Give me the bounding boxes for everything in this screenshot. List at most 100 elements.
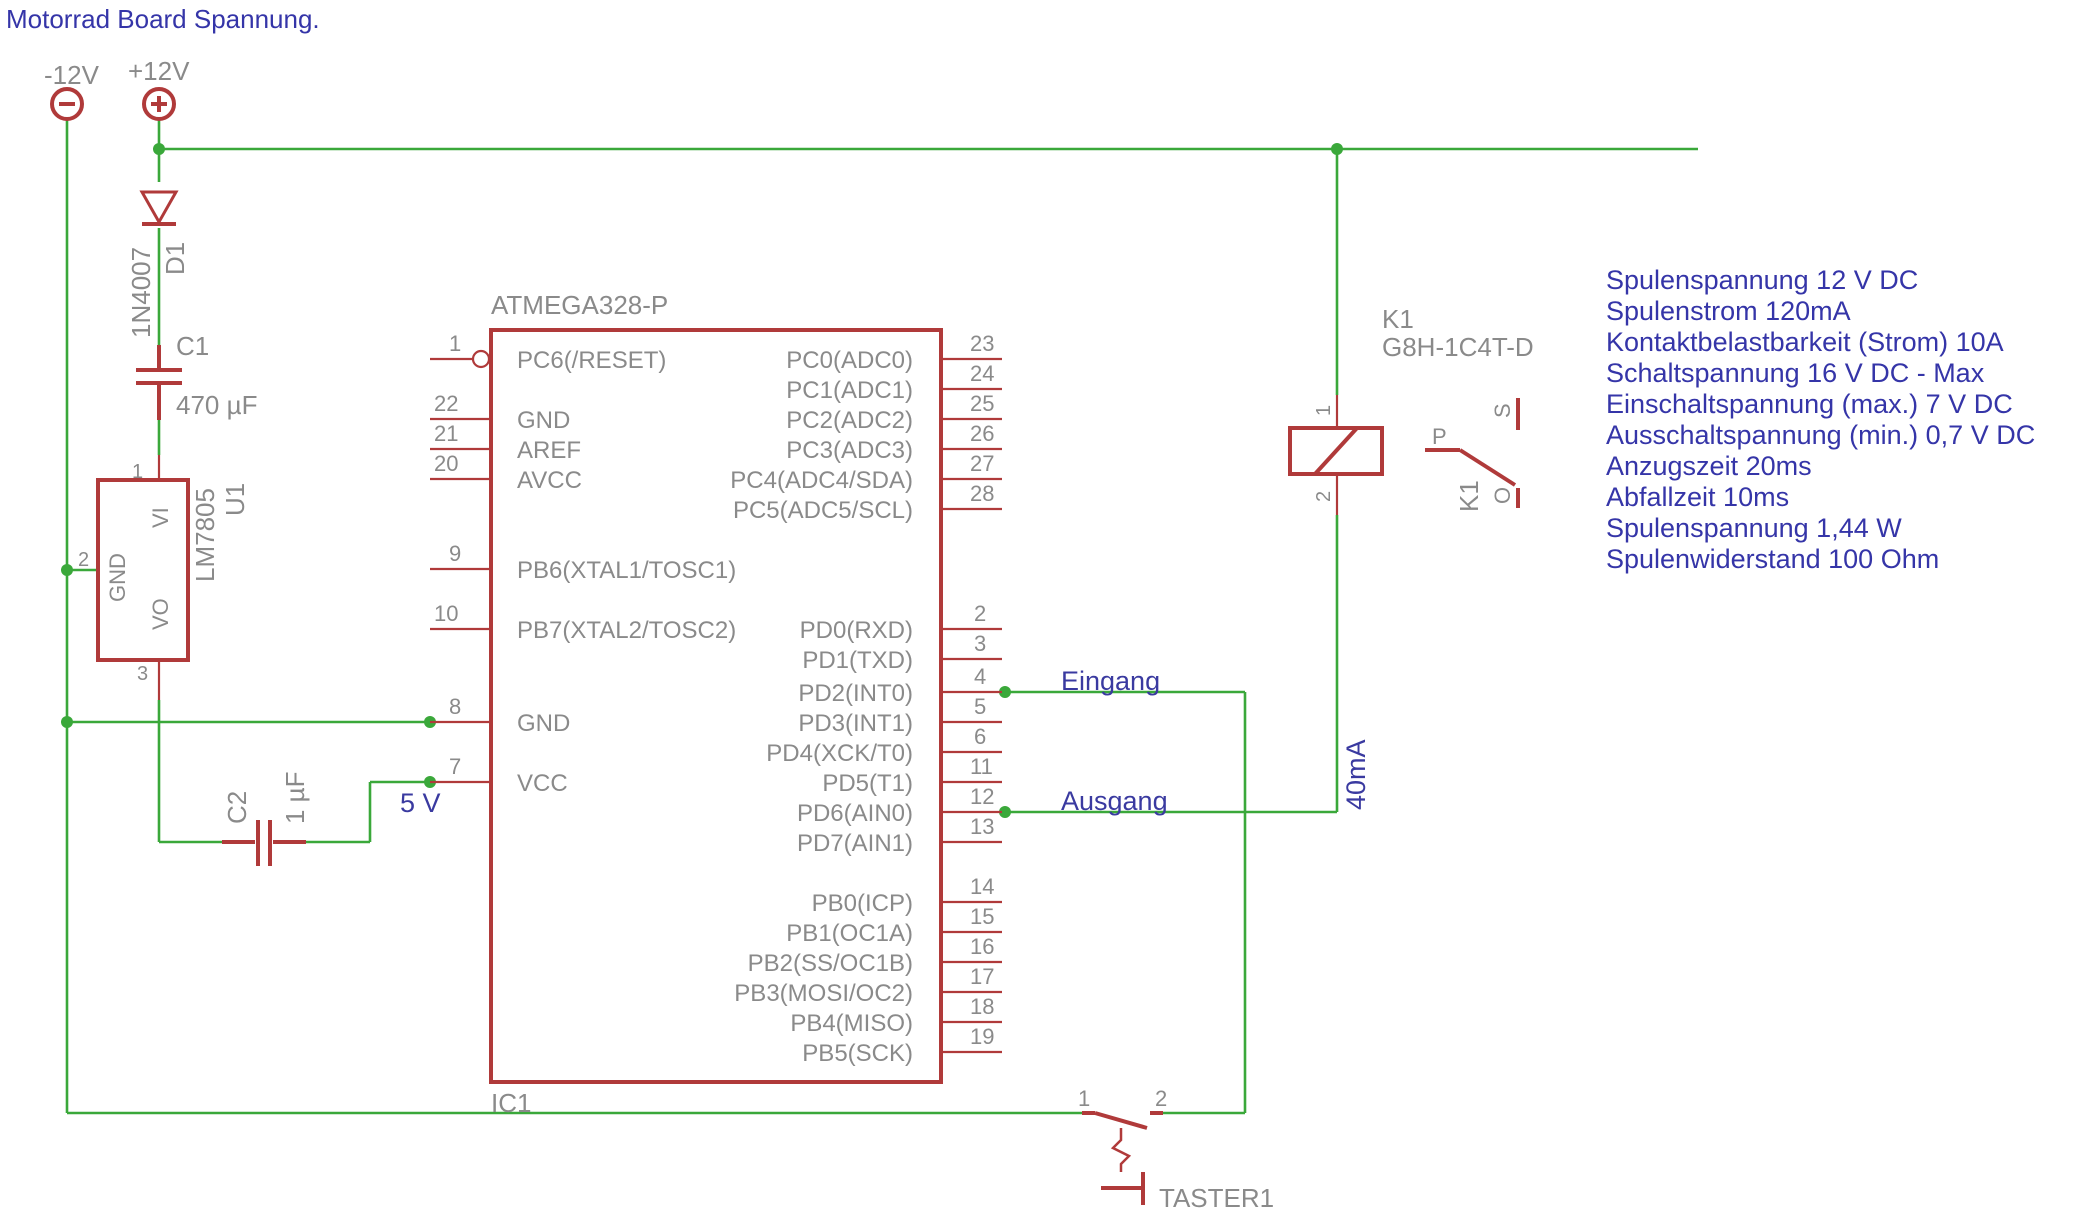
schematic-title: Motorrad Board Spannung. bbox=[6, 4, 320, 34]
spec-line: Spulenwiderstand 100 Ohm bbox=[1606, 544, 1939, 574]
supply-plus: +12V bbox=[128, 56, 190, 121]
ic1-pin-label: AREF bbox=[517, 437, 581, 464]
spec-line: Spulenspannung 1,44 W bbox=[1606, 513, 1902, 543]
ic1-pin-label: PC3(ADC3) bbox=[786, 437, 913, 464]
ic1-pin-label: PB4(MISO) bbox=[790, 1010, 913, 1037]
junction-dot bbox=[61, 716, 73, 728]
minus-terminal-icon bbox=[50, 87, 84, 121]
ic1-pin-label: PD7(AIN1) bbox=[797, 830, 913, 857]
ic1-pin-number: 10 bbox=[434, 601, 458, 626]
ic1-pin-number: 26 bbox=[970, 421, 994, 446]
ic1-pin-number: 8 bbox=[449, 694, 461, 719]
diode-d1: D1 1N4007 bbox=[126, 190, 190, 338]
ic1-pin-label: PD5(T1) bbox=[822, 770, 913, 797]
ic1-pin-number: 16 bbox=[970, 934, 994, 959]
diode-icon bbox=[139, 190, 179, 226]
plus-terminal-icon bbox=[142, 87, 176, 121]
pushbutton-actuator-icon bbox=[1110, 1128, 1132, 1172]
ic1-pin-number: 4 bbox=[974, 664, 986, 689]
ic1-pin-label: GND bbox=[517, 407, 570, 434]
k1-coil-pin1: 1 bbox=[1313, 405, 1335, 416]
ic1-pin-number: 7 bbox=[449, 754, 461, 779]
ic1-pin-label: AVCC bbox=[517, 467, 582, 494]
taster1: 1 2 TASTER1 bbox=[1078, 1086, 1274, 1213]
ic1-pin-number: 27 bbox=[970, 451, 994, 476]
ic1-pin-label: PB2(SS/OC1B) bbox=[748, 950, 913, 977]
ic1-pin-label: PB1(OC1A) bbox=[786, 920, 913, 947]
ic1-pin-label: VCC bbox=[517, 770, 568, 797]
u1-pin2-num: 2 bbox=[78, 549, 89, 571]
relay-k1: 1 2 K1 G8H-1C4T-D P S O K1 bbox=[1288, 304, 1534, 515]
u1-body bbox=[96, 478, 190, 662]
ic1-pin-number: 25 bbox=[970, 391, 994, 416]
ic1-pin-label: PD1(TXD) bbox=[802, 647, 913, 674]
ic1-pin-label: PB0(ICP) bbox=[812, 890, 913, 917]
ic1-pin-number: 12 bbox=[970, 784, 994, 809]
ic1-pin-number: 20 bbox=[434, 451, 458, 476]
c2-value: 1 µF bbox=[280, 771, 310, 824]
ic1-pin-label: PC2(ADC2) bbox=[786, 407, 913, 434]
d1-name: D1 bbox=[160, 242, 190, 275]
spec-line: Einschaltspannung (max.) 7 V DC bbox=[1606, 389, 2013, 419]
junction-dot bbox=[1331, 143, 1343, 155]
taster-pin2: 2 bbox=[1155, 1086, 1167, 1111]
ic1-pin-label: PD3(INT1) bbox=[798, 710, 913, 737]
k1-contact-s: S bbox=[1490, 403, 1515, 418]
ic1-pin-number: 19 bbox=[970, 1024, 994, 1049]
k1-value: G8H-1C4T-D bbox=[1382, 332, 1534, 362]
ic1-part: ATMEGA328-P bbox=[491, 290, 668, 320]
ic1-pin-number: 24 bbox=[970, 361, 994, 386]
taster-name: TASTER1 bbox=[1159, 1183, 1274, 1213]
ic1-name: IC1 bbox=[491, 1088, 531, 1118]
net-label-ausgang: Ausgang bbox=[1061, 786, 1168, 816]
supply-minus: -12V bbox=[44, 60, 100, 121]
ic1-pin-label: PC6(/RESET) bbox=[517, 347, 666, 374]
ic1-pin-number: 21 bbox=[434, 421, 458, 446]
k1-name: K1 bbox=[1382, 304, 1414, 334]
u1-pin-vo-label: VO bbox=[148, 598, 173, 630]
junctions bbox=[61, 143, 1343, 818]
ic1-pin-number: 3 bbox=[974, 631, 986, 656]
ic1-pin-label: PB3(MOSI/OC2) bbox=[734, 980, 913, 1007]
ic1-pin-label: PC4(ADC4/SDA) bbox=[730, 467, 913, 494]
c1-name: C1 bbox=[176, 331, 209, 361]
junction-dot bbox=[61, 564, 73, 576]
ic1-pin-number: 22 bbox=[434, 391, 458, 416]
k1-coil-pin2: 2 bbox=[1313, 491, 1335, 502]
net-label-eingang: Eingang bbox=[1061, 666, 1160, 696]
supply-minus-label: -12V bbox=[44, 60, 100, 90]
ic1-pin-number: 5 bbox=[974, 694, 986, 719]
ic1-pin-label: PD6(AIN0) bbox=[797, 800, 913, 827]
ic1-pin-number: 2 bbox=[974, 601, 986, 626]
ic1-pin-number: 23 bbox=[970, 331, 994, 356]
ic1-pin-number: 9 bbox=[449, 541, 461, 566]
ic1-pin-number: 13 bbox=[970, 814, 994, 839]
ic1-pin-number: 1 bbox=[449, 331, 461, 356]
u1-pin-gnd-label: GND bbox=[105, 553, 130, 602]
junction-dot bbox=[999, 686, 1011, 698]
junction-dot bbox=[999, 806, 1011, 818]
k1-contact-p: P bbox=[1432, 424, 1447, 449]
ic1-pin-label: PD4(XCK/T0) bbox=[766, 740, 913, 767]
regulator-u1: 1 2 3 VI GND VO U1 LM7805 bbox=[78, 455, 250, 700]
spec-line: Anzugszeit 20ms bbox=[1606, 451, 1812, 481]
ic1-pin-label: PC0(ADC0) bbox=[786, 347, 913, 374]
u1-pin1-num: 1 bbox=[132, 461, 143, 483]
supply-plus-label: +12V bbox=[128, 56, 190, 86]
ic1-pin-number: 15 bbox=[970, 904, 994, 929]
ic1-pin-label: PC1(ADC1) bbox=[786, 377, 913, 404]
ic1-pin-number: 17 bbox=[970, 964, 994, 989]
u1-value: LM7805 bbox=[190, 488, 220, 582]
capacitor-c1: C1 470 µF bbox=[136, 331, 257, 420]
ic1-pin-number: 6 bbox=[974, 724, 986, 749]
spec-line: Schaltspannung 16 V DC - Max bbox=[1606, 358, 1985, 388]
pushbutton-contact-icon bbox=[1094, 1111, 1148, 1130]
ic1-pin-number: 28 bbox=[970, 481, 994, 506]
ic1-pin-number: 18 bbox=[970, 994, 994, 1019]
c1-value: 470 µF bbox=[176, 390, 257, 420]
ic1-pin-label: PB6(XTAL1/TOSC1) bbox=[517, 557, 736, 584]
spec-line: Spulenspannung 12 V DC bbox=[1606, 265, 1918, 295]
